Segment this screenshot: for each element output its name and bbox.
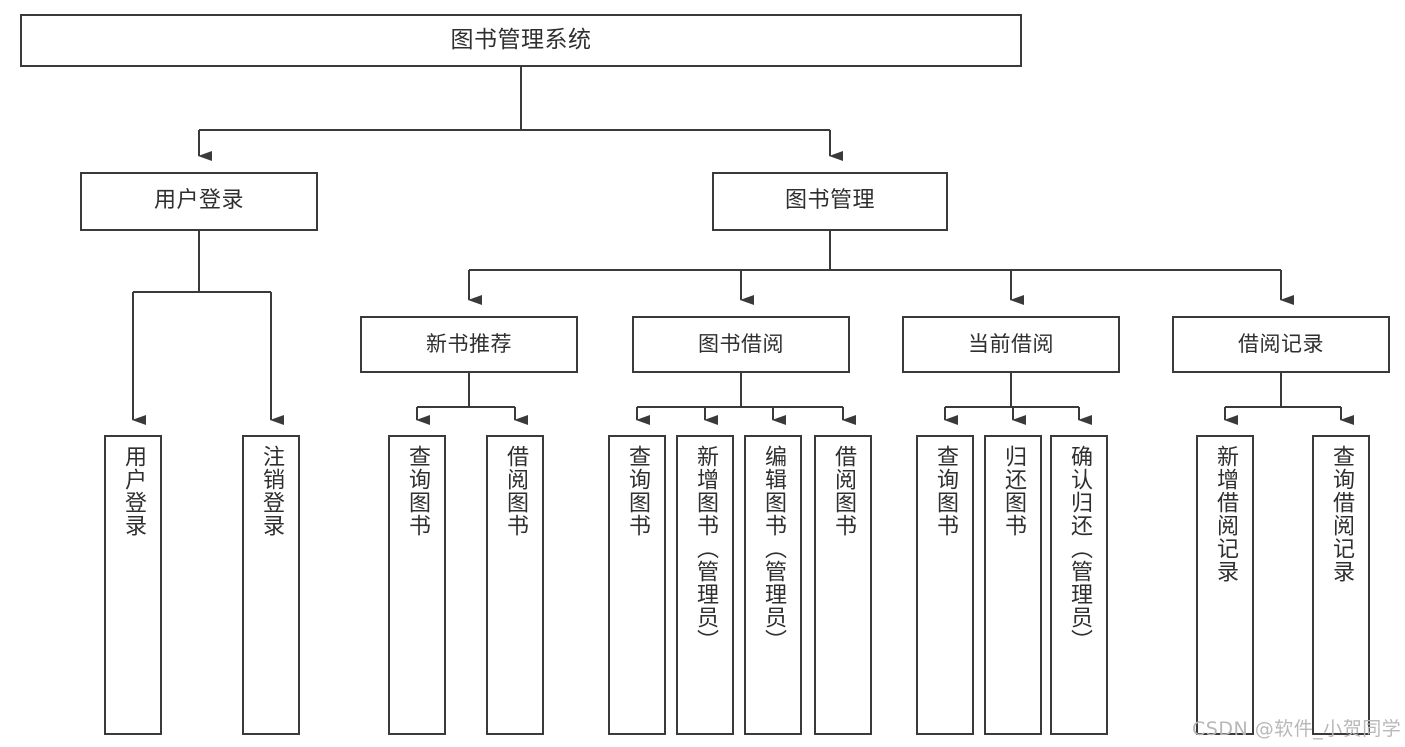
node-user-login-label: 用户登录 — [153, 188, 244, 214]
leaf-add-book-admin-label: 新增图书（管理员） — [693, 445, 718, 652]
leaf-query-book-1-label: 查询图书 — [405, 445, 430, 537]
node-new-book-recommend-label: 新书推荐 — [426, 331, 512, 356]
node-new-book-recommend[interactable]: 新书推荐 — [360, 316, 578, 373]
leaf-edit-book-admin[interactable]: 编辑图书（管理员） — [744, 435, 802, 735]
leaf-add-borrow-record-label: 新增借阅记录 — [1213, 445, 1238, 583]
leaf-query-book-3[interactable]: 查询图书 — [916, 435, 974, 735]
leaf-borrow-book-1-label: 借阅图书 — [503, 445, 528, 537]
node-book-management[interactable]: 图书管理 — [712, 172, 948, 231]
node-book-borrow-label: 图书借阅 — [698, 331, 784, 356]
leaf-query-book-1[interactable]: 查询图书 — [388, 435, 446, 735]
leaf-query-book-3-label: 查询图书 — [933, 445, 958, 537]
leaf-query-book-2-label: 查询图书 — [625, 445, 650, 537]
leaf-user-logout[interactable]: 注销登录 — [242, 435, 300, 735]
node-book-management-label: 图书管理 — [784, 188, 875, 214]
leaf-add-borrow-record[interactable]: 新增借阅记录 — [1196, 435, 1254, 735]
node-current-borrow-label: 当前借阅 — [968, 331, 1054, 356]
node-user-login[interactable]: 用户登录 — [80, 172, 318, 231]
node-root[interactable]: 图书管理系统 — [20, 14, 1022, 67]
leaf-user-login-label: 用户登录 — [121, 445, 146, 537]
leaf-borrow-book-1[interactable]: 借阅图书 — [486, 435, 544, 735]
leaf-confirm-return-admin-label: 确认归还（管理员） — [1067, 445, 1092, 652]
leaf-confirm-return-admin[interactable]: 确认归还（管理员） — [1050, 435, 1108, 735]
leaf-user-logout-label: 注销登录 — [259, 445, 284, 537]
leaf-add-book-admin[interactable]: 新增图书（管理员） — [676, 435, 734, 735]
leaf-borrow-book-2[interactable]: 借阅图书 — [814, 435, 872, 735]
node-current-borrow[interactable]: 当前借阅 — [902, 316, 1120, 373]
leaf-query-borrow-record[interactable]: 查询借阅记录 — [1312, 435, 1370, 735]
leaf-borrow-book-2-label: 借阅图书 — [831, 445, 856, 537]
leaf-user-login[interactable]: 用户登录 — [104, 435, 162, 735]
watermark: CSDN @软件_小贺同学 — [1192, 718, 1402, 740]
leaf-return-book[interactable]: 归还图书 — [984, 435, 1042, 735]
leaf-query-borrow-record-label: 查询借阅记录 — [1329, 445, 1354, 583]
node-book-borrow[interactable]: 图书借阅 — [632, 316, 850, 373]
node-borrow-record-label: 借阅记录 — [1238, 331, 1324, 356]
node-borrow-record[interactable]: 借阅记录 — [1172, 316, 1390, 373]
leaf-edit-book-admin-label: 编辑图书（管理员） — [761, 445, 786, 652]
leaf-query-book-2[interactable]: 查询图书 — [608, 435, 666, 735]
leaf-return-book-label: 归还图书 — [1001, 445, 1026, 537]
node-root-label: 图书管理系统 — [450, 26, 592, 53]
